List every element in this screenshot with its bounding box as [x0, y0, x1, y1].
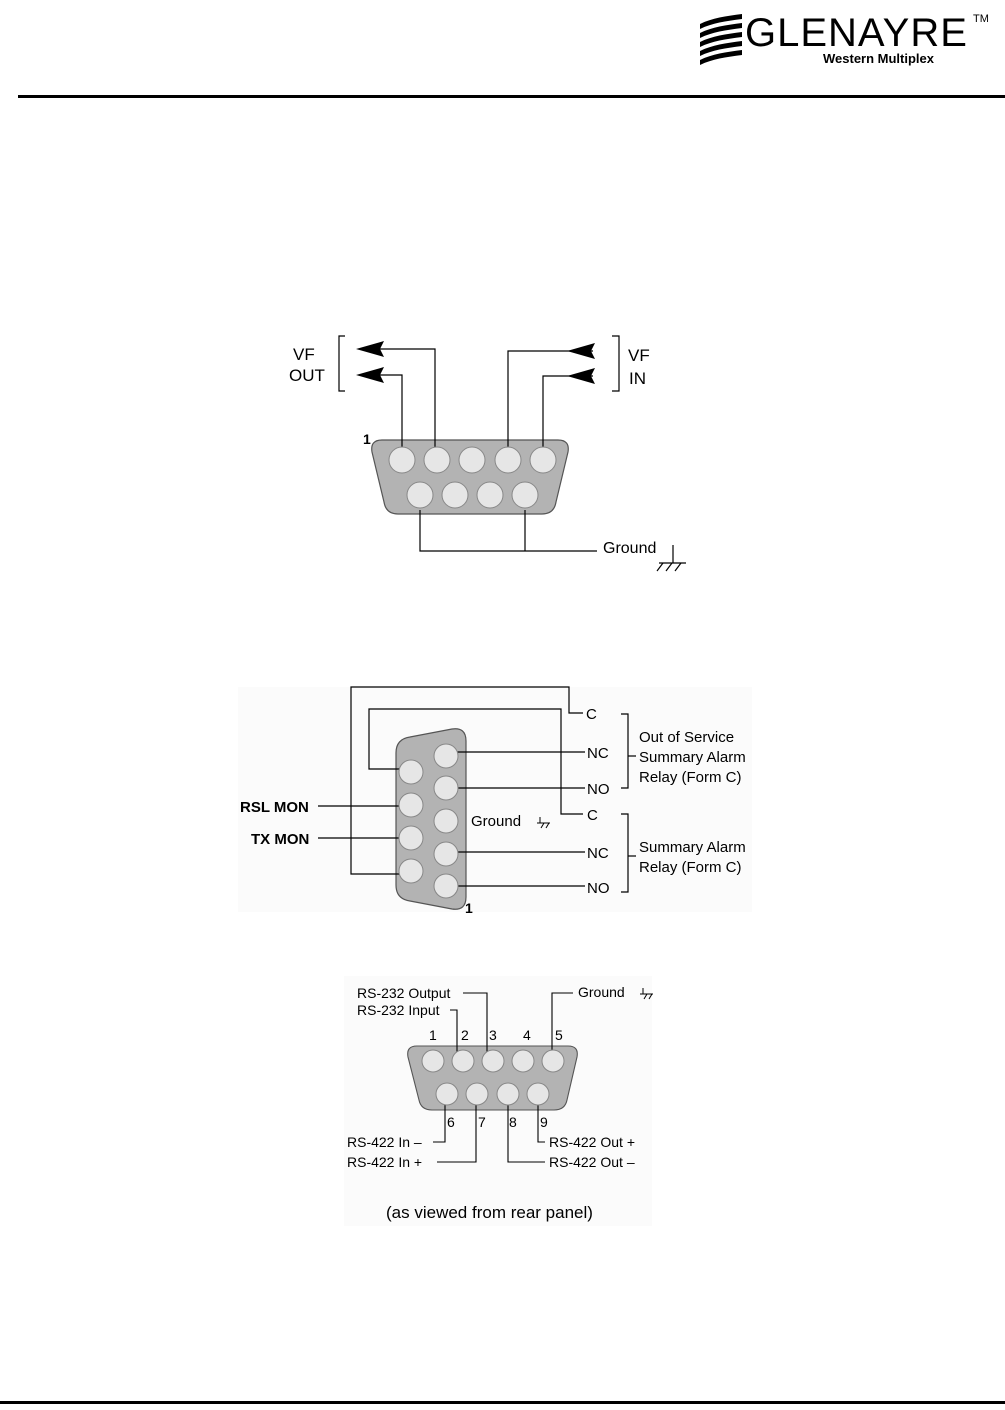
alarm-no1-label: NO — [587, 781, 610, 798]
alarm-pin — [434, 842, 458, 866]
pin-number-4: 4 — [523, 1027, 531, 1043]
serial-caption: (as viewed from rear panel) — [386, 1203, 593, 1222]
pin-number-2: 2 — [461, 1027, 469, 1043]
alarm-group1-line1: Out of Service — [639, 729, 734, 746]
serial-pin — [466, 1083, 488, 1105]
vf-ground-wire — [420, 510, 597, 551]
vf-out-bracket — [339, 336, 345, 391]
serial-ground-label: Ground — [578, 984, 625, 1000]
vf-out-label-1: VF — [293, 345, 315, 364]
vf-pin — [407, 482, 433, 508]
vf-out-label-2: OUT — [289, 366, 325, 385]
alarm-pin — [434, 809, 458, 833]
brand-tm: TM — [973, 13, 989, 25]
vf-in-arrow-1 — [567, 343, 595, 359]
alarm-no2-label: NO — [587, 880, 610, 897]
vf-pin — [442, 482, 468, 508]
vf-in-label-2: IN — [629, 369, 646, 388]
pin-number-3: 3 — [489, 1027, 497, 1043]
vf-in-bracket — [612, 336, 619, 391]
brand-logo: GLENAYRE TM Western Multiplex — [700, 11, 989, 66]
logo-wave-icon — [700, 14, 742, 65]
alarm-pin — [434, 874, 458, 898]
rs422-in-minus-label: RS-422 In – — [347, 1134, 422, 1150]
alarm-pin — [399, 793, 423, 817]
pin-number-7: 7 — [478, 1114, 486, 1130]
alarm-nc2-label: NC — [587, 845, 609, 862]
vf-out-arrow-2 — [356, 367, 384, 383]
rs232-output-label: RS-232 Output — [357, 985, 450, 1001]
vf-pin — [477, 482, 503, 508]
alarm-pin — [399, 826, 423, 850]
alarm-pin1-label: 1 — [465, 900, 473, 916]
pin-number-8: 8 — [509, 1114, 517, 1130]
serial-pin — [452, 1050, 474, 1072]
vf-pin — [459, 447, 485, 473]
alarm-pin — [399, 760, 423, 784]
alarm-pin — [434, 744, 458, 768]
serial-pin — [422, 1050, 444, 1072]
rs232-input-label: RS-232 Input — [357, 1002, 440, 1018]
pin-number-9: 9 — [540, 1114, 548, 1130]
brand-name: GLENAYRE — [745, 11, 968, 55]
alarm-nc1-label: NC — [587, 745, 609, 762]
serial-pin — [527, 1083, 549, 1105]
alarm-pin — [399, 859, 423, 883]
rsl-mon-label: RSL MON — [240, 799, 309, 816]
vf-pin — [495, 447, 521, 473]
serial-pin — [497, 1083, 519, 1105]
vf-pin — [424, 447, 450, 473]
alarm-c1-label: C — [586, 706, 597, 723]
footer-rule — [0, 1401, 1005, 1404]
alarm-group1-line2: Summary Alarm — [639, 749, 746, 766]
vf-arrows — [356, 341, 595, 384]
pin-number-6: 6 — [447, 1114, 455, 1130]
rs422-out-plus-label: RS-422 Out + — [549, 1134, 635, 1150]
vf-pin1-label: 1 — [363, 431, 371, 447]
alarm-ground-label: Ground — [471, 813, 521, 830]
header-rule — [18, 95, 1005, 98]
serial-pin — [542, 1050, 564, 1072]
vf-ground-label: Ground — [603, 540, 656, 557]
vf-pin — [530, 447, 556, 473]
alarm-pin — [434, 776, 458, 800]
serial-pin — [436, 1083, 458, 1105]
alarm-c2-label: C — [587, 807, 598, 824]
serial-pin — [482, 1050, 504, 1072]
rs422-out-minus-label: RS-422 Out – — [549, 1154, 635, 1170]
vf-in-arrow-2 — [567, 368, 595, 384]
vf-in-label-1: VF — [628, 346, 650, 365]
alarm-diagram-background — [238, 687, 752, 912]
brand-subtitle: Western Multiplex — [823, 51, 935, 66]
alarm-group2-line2: Relay (Form C) — [639, 859, 742, 876]
vf-ground-symbol — [657, 545, 686, 571]
rs422-in-plus-label: RS-422 In + — [347, 1154, 422, 1170]
pin-number-5: 5 — [555, 1027, 563, 1043]
vf-pin — [512, 482, 538, 508]
alarm-group1-line3: Relay (Form C) — [639, 769, 742, 786]
vf-out-arrow-1 — [356, 341, 384, 357]
pin-number-1: 1 — [429, 1027, 437, 1043]
alarm-group2-line1: Summary Alarm — [639, 839, 746, 856]
tx-mon-label: TX MON — [251, 831, 309, 848]
serial-pin — [512, 1050, 534, 1072]
vf-pin — [389, 447, 415, 473]
